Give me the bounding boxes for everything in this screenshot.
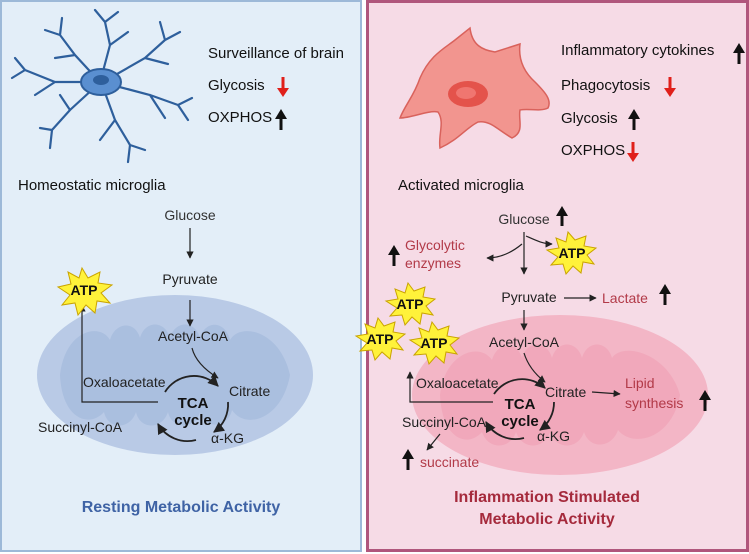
up-arrow-icon	[628, 109, 640, 130]
right-property-3: OXPHOS	[561, 142, 625, 159]
right-pyruvate: Pyruvate	[501, 289, 556, 305]
left-property-1: Glycosis	[208, 77, 265, 94]
right-lactate: Lactate	[602, 290, 648, 306]
right-oxaloacetate: Oxaloacetate	[416, 375, 499, 391]
left-citrate: Citrate	[229, 383, 270, 399]
right-lipid-line2: synthesis	[625, 395, 683, 411]
right-glycolytic-line1: Glycolytic	[405, 237, 465, 253]
right-glucose: Glucose	[498, 211, 550, 227]
right-arrow-to-atp-top	[525, 235, 553, 248]
down-arrow-icon	[627, 142, 639, 162]
right-tca-cycle-arrows	[485, 377, 555, 440]
right-arrow-to-succinate	[426, 433, 441, 451]
left-property-0: Surveillance of brain	[208, 45, 344, 62]
right-arrow-citrate-lipid	[591, 389, 621, 398]
right-property-0: Inflammatory cytokines	[561, 42, 714, 59]
left-footer: Resting Metabolic Activity	[82, 499, 281, 516]
up-arrow-icon	[275, 109, 287, 130]
right-arrow-to-atp	[406, 371, 493, 403]
resting-panel	[0, 0, 362, 552]
right-atp-left-label: ATP	[397, 296, 424, 312]
right-footer-line2: Metabolic Activity	[479, 511, 615, 528]
activated-cell-nucleolus	[456, 87, 476, 99]
left-mitochondrion	[37, 295, 313, 455]
right-succinyl-coa: Succinyl-CoA	[402, 414, 487, 430]
right-glycolytic-line2: enzymes	[405, 255, 461, 271]
right-mitochondrion	[412, 315, 708, 475]
right-property-1: Phagocytosis	[561, 77, 650, 94]
right-atp-burst-middle: ATP	[354, 316, 407, 362]
down-arrow-icon	[664, 77, 676, 97]
up-arrow-icon	[556, 206, 568, 226]
right-cycle-label: cycle	[501, 413, 539, 430]
right-akg: α-KG	[537, 428, 570, 444]
homeostatic-microglia-icon	[10, 8, 194, 164]
right-tca-label: TCA	[505, 396, 536, 413]
left-akg: α-KG	[211, 430, 244, 446]
right-arrow-to-glycolytic	[486, 243, 523, 262]
right-citrate: Citrate	[545, 384, 586, 400]
right-acetyl-coa: Acetyl-CoA	[489, 334, 560, 350]
left-cell-label: Homeostatic microglia	[18, 177, 166, 194]
right-atp-burst-right: ATP	[408, 320, 461, 366]
left-arrow-to-atp	[78, 304, 158, 403]
right-atp-middle-label: ATP	[367, 331, 394, 347]
up-arrow-icon	[699, 390, 711, 411]
right-lipid-line1: Lipid	[625, 375, 655, 391]
right-footer-line1: Inflammation Stimulated	[454, 489, 640, 506]
up-arrow-icon	[388, 245, 400, 266]
up-arrow-icon	[733, 43, 745, 64]
right-atp-burst-left: ATP	[384, 281, 437, 327]
right-atp-right-label: ATP	[421, 335, 448, 351]
left-atp-label: ATP	[71, 282, 98, 298]
left-cycle-label: cycle	[174, 412, 212, 429]
right-property-2: Glycosis	[561, 110, 618, 127]
left-tca-label: TCA	[178, 395, 209, 412]
resting-cell-nucleus	[93, 75, 109, 85]
left-glucose: Glucose	[164, 207, 216, 223]
up-arrow-icon	[402, 449, 414, 470]
left-acetyl-coa: Acetyl-CoA	[158, 328, 229, 344]
right-atp-top-label: ATP	[559, 245, 586, 261]
right-cell-label: Activated microglia	[398, 177, 525, 194]
left-oxaloacetate: Oxaloacetate	[83, 374, 166, 390]
left-property-2: OXPHOS	[208, 109, 272, 126]
left-succinyl-coa: Succinyl-CoA	[38, 419, 123, 435]
up-arrow-icon	[659, 284, 671, 305]
left-atp-burst: ATP	[56, 266, 114, 317]
left-pyruvate: Pyruvate	[162, 271, 217, 287]
right-succinate: succinate	[420, 454, 479, 470]
left-tca-cycle-arrows	[157, 375, 229, 442]
right-atp-burst-top: ATP	[545, 230, 598, 276]
down-arrow-icon	[277, 77, 289, 97]
